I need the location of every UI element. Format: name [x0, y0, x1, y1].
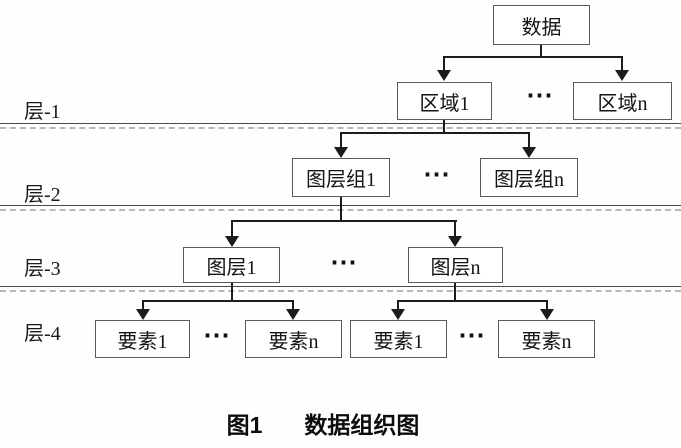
connector-layern-drop-right	[546, 300, 548, 311]
ellipsis-level-1: ···	[526, 84, 554, 108]
connector-region1-stem	[443, 119, 445, 134]
layer-3-label: 层-3	[24, 258, 61, 280]
node-region-1: 区域1	[397, 82, 492, 120]
node-layergroup-1: 图层组1	[292, 158, 390, 197]
node-root: 数据	[493, 5, 590, 45]
connector-layergroup1-drop-left	[231, 220, 233, 237]
node-feature-na: 要素n	[245, 320, 342, 358]
arrowhead-down-icon	[522, 147, 536, 158]
connector-layer1-drop-right	[292, 300, 294, 311]
arrowhead-down-icon	[391, 309, 405, 320]
connector-layer1-bar	[142, 300, 294, 302]
figure-title: 数据组织图	[304, 412, 420, 438]
ellipsis-level-4b: ···	[458, 324, 486, 348]
layer-4-label: 层-4	[24, 323, 61, 345]
arrowhead-down-icon	[448, 236, 462, 247]
connector-region1-drop-left	[340, 132, 342, 148]
arrowhead-down-icon	[615, 70, 629, 81]
connector-layergroup1-drop-right	[454, 220, 456, 237]
arrowhead-down-icon	[136, 309, 150, 320]
node-layergroup-n: 图层组n	[480, 158, 578, 197]
connector-layern-stem	[454, 282, 456, 302]
layer-2-label: 层-2	[24, 184, 61, 206]
connector-layergroup1-bar	[231, 220, 457, 222]
figure-caption: 图1 数据组织图	[123, 406, 523, 440]
connector-region1-bar	[340, 132, 530, 134]
node-layer-1: 图层1	[183, 247, 280, 283]
layer1-divider-dashes	[0, 127, 681, 129]
connector-layergroup1-stem	[340, 196, 342, 222]
layer-1-label: 层-1	[24, 101, 61, 123]
layer1-divider-line	[0, 123, 681, 124]
arrowhead-down-icon	[334, 147, 348, 158]
layer3-divider-line	[0, 286, 681, 287]
connector-layer1-drop-left	[142, 300, 144, 311]
node-layer-n: 图层n	[408, 247, 503, 283]
figure-number: 图1	[226, 412, 263, 438]
connector-root-bar	[443, 56, 623, 58]
connector-layern-bar	[397, 300, 548, 302]
connector-region1-drop-right	[528, 132, 530, 148]
connector-layer1-stem	[231, 282, 233, 302]
connector-root-drop-right	[621, 56, 623, 71]
connector-layern-drop-left	[397, 300, 399, 311]
node-feature-nb: 要素n	[498, 320, 595, 358]
ellipsis-level-3: ···	[330, 251, 358, 275]
node-region-n: 区域n	[573, 82, 672, 120]
layer3-divider-dashes	[0, 290, 681, 292]
ellipsis-level-2: ···	[423, 163, 451, 187]
connector-root-drop-left	[443, 56, 445, 71]
arrowhead-down-icon	[286, 309, 300, 320]
arrowhead-down-icon	[437, 70, 451, 81]
connector-root-stem	[540, 44, 542, 57]
arrowhead-down-icon	[540, 309, 554, 320]
node-feature-1a: 要素1	[95, 320, 190, 358]
ellipsis-level-4a: ···	[203, 324, 231, 348]
arrowhead-down-icon	[225, 236, 239, 247]
node-feature-1b: 要素1	[350, 320, 447, 358]
